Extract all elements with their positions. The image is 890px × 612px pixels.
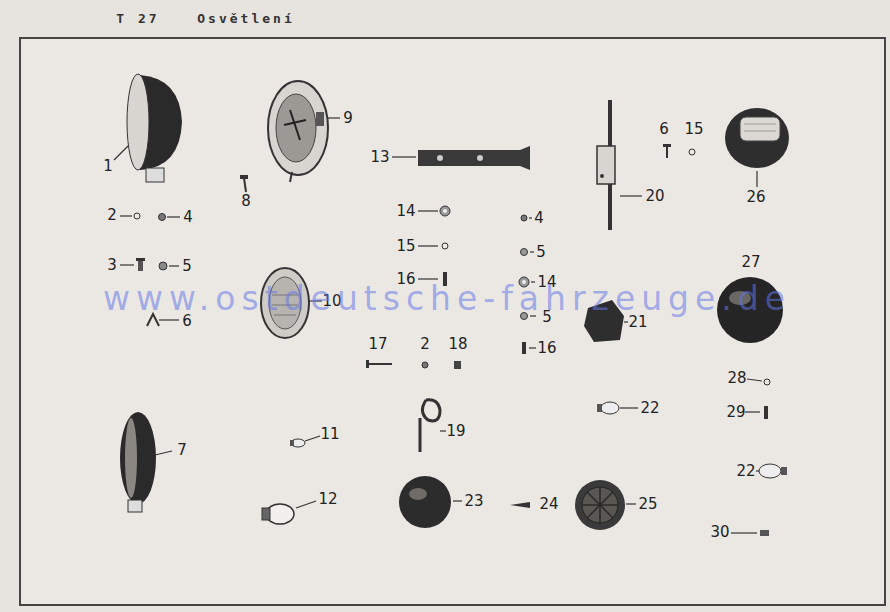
callout-number: 18 — [448, 337, 467, 352]
callout-number: 22 — [736, 464, 755, 479]
callout-number: 3 — [107, 258, 117, 273]
callout-number: 5 — [182, 259, 192, 274]
callout-number: 6 — [182, 314, 192, 329]
callout-number: 1 — [103, 159, 113, 174]
callout-number: 6 — [659, 122, 669, 137]
callout-number: 8 — [241, 194, 251, 209]
callout-number: 24 — [539, 497, 558, 512]
callout-number: 13 — [370, 150, 389, 165]
callout-number: 27 — [741, 255, 760, 270]
callout-number: 19 — [446, 424, 465, 439]
callout-number: 29 — [726, 405, 745, 420]
callout-number: 22 — [640, 401, 659, 416]
callout-number: 11 — [320, 427, 339, 442]
callout-number: 12 — [318, 492, 337, 507]
callout-number: 4 — [534, 211, 544, 226]
callout-number: 4 — [183, 210, 193, 225]
watermark: www.ostdeutsche-fahrzeuge.de — [103, 282, 791, 315]
page-title: T 27 — [116, 12, 159, 25]
callout-number: 2 — [107, 208, 117, 223]
callout-number: 25 — [638, 497, 657, 512]
callout-number: 21 — [628, 315, 647, 330]
callout-number: 16 — [537, 341, 556, 356]
callout-number: 9 — [343, 111, 353, 126]
callout-number: 28 — [727, 371, 746, 386]
callout-number: 15 — [396, 239, 415, 254]
callout-number: 15 — [684, 122, 703, 137]
callout-number: 26 — [746, 190, 765, 205]
callout-number: 2 — [420, 337, 430, 352]
callout-number: 30 — [710, 525, 729, 540]
callout-number: 17 — [368, 337, 387, 352]
callout-number: 23 — [464, 494, 483, 509]
page-title: Osvětlení — [197, 12, 294, 25]
callout-number: 20 — [645, 189, 664, 204]
callout-number: 14 — [396, 204, 415, 219]
callout-number: 5 — [536, 245, 546, 260]
callout-number: 7 — [177, 443, 187, 458]
